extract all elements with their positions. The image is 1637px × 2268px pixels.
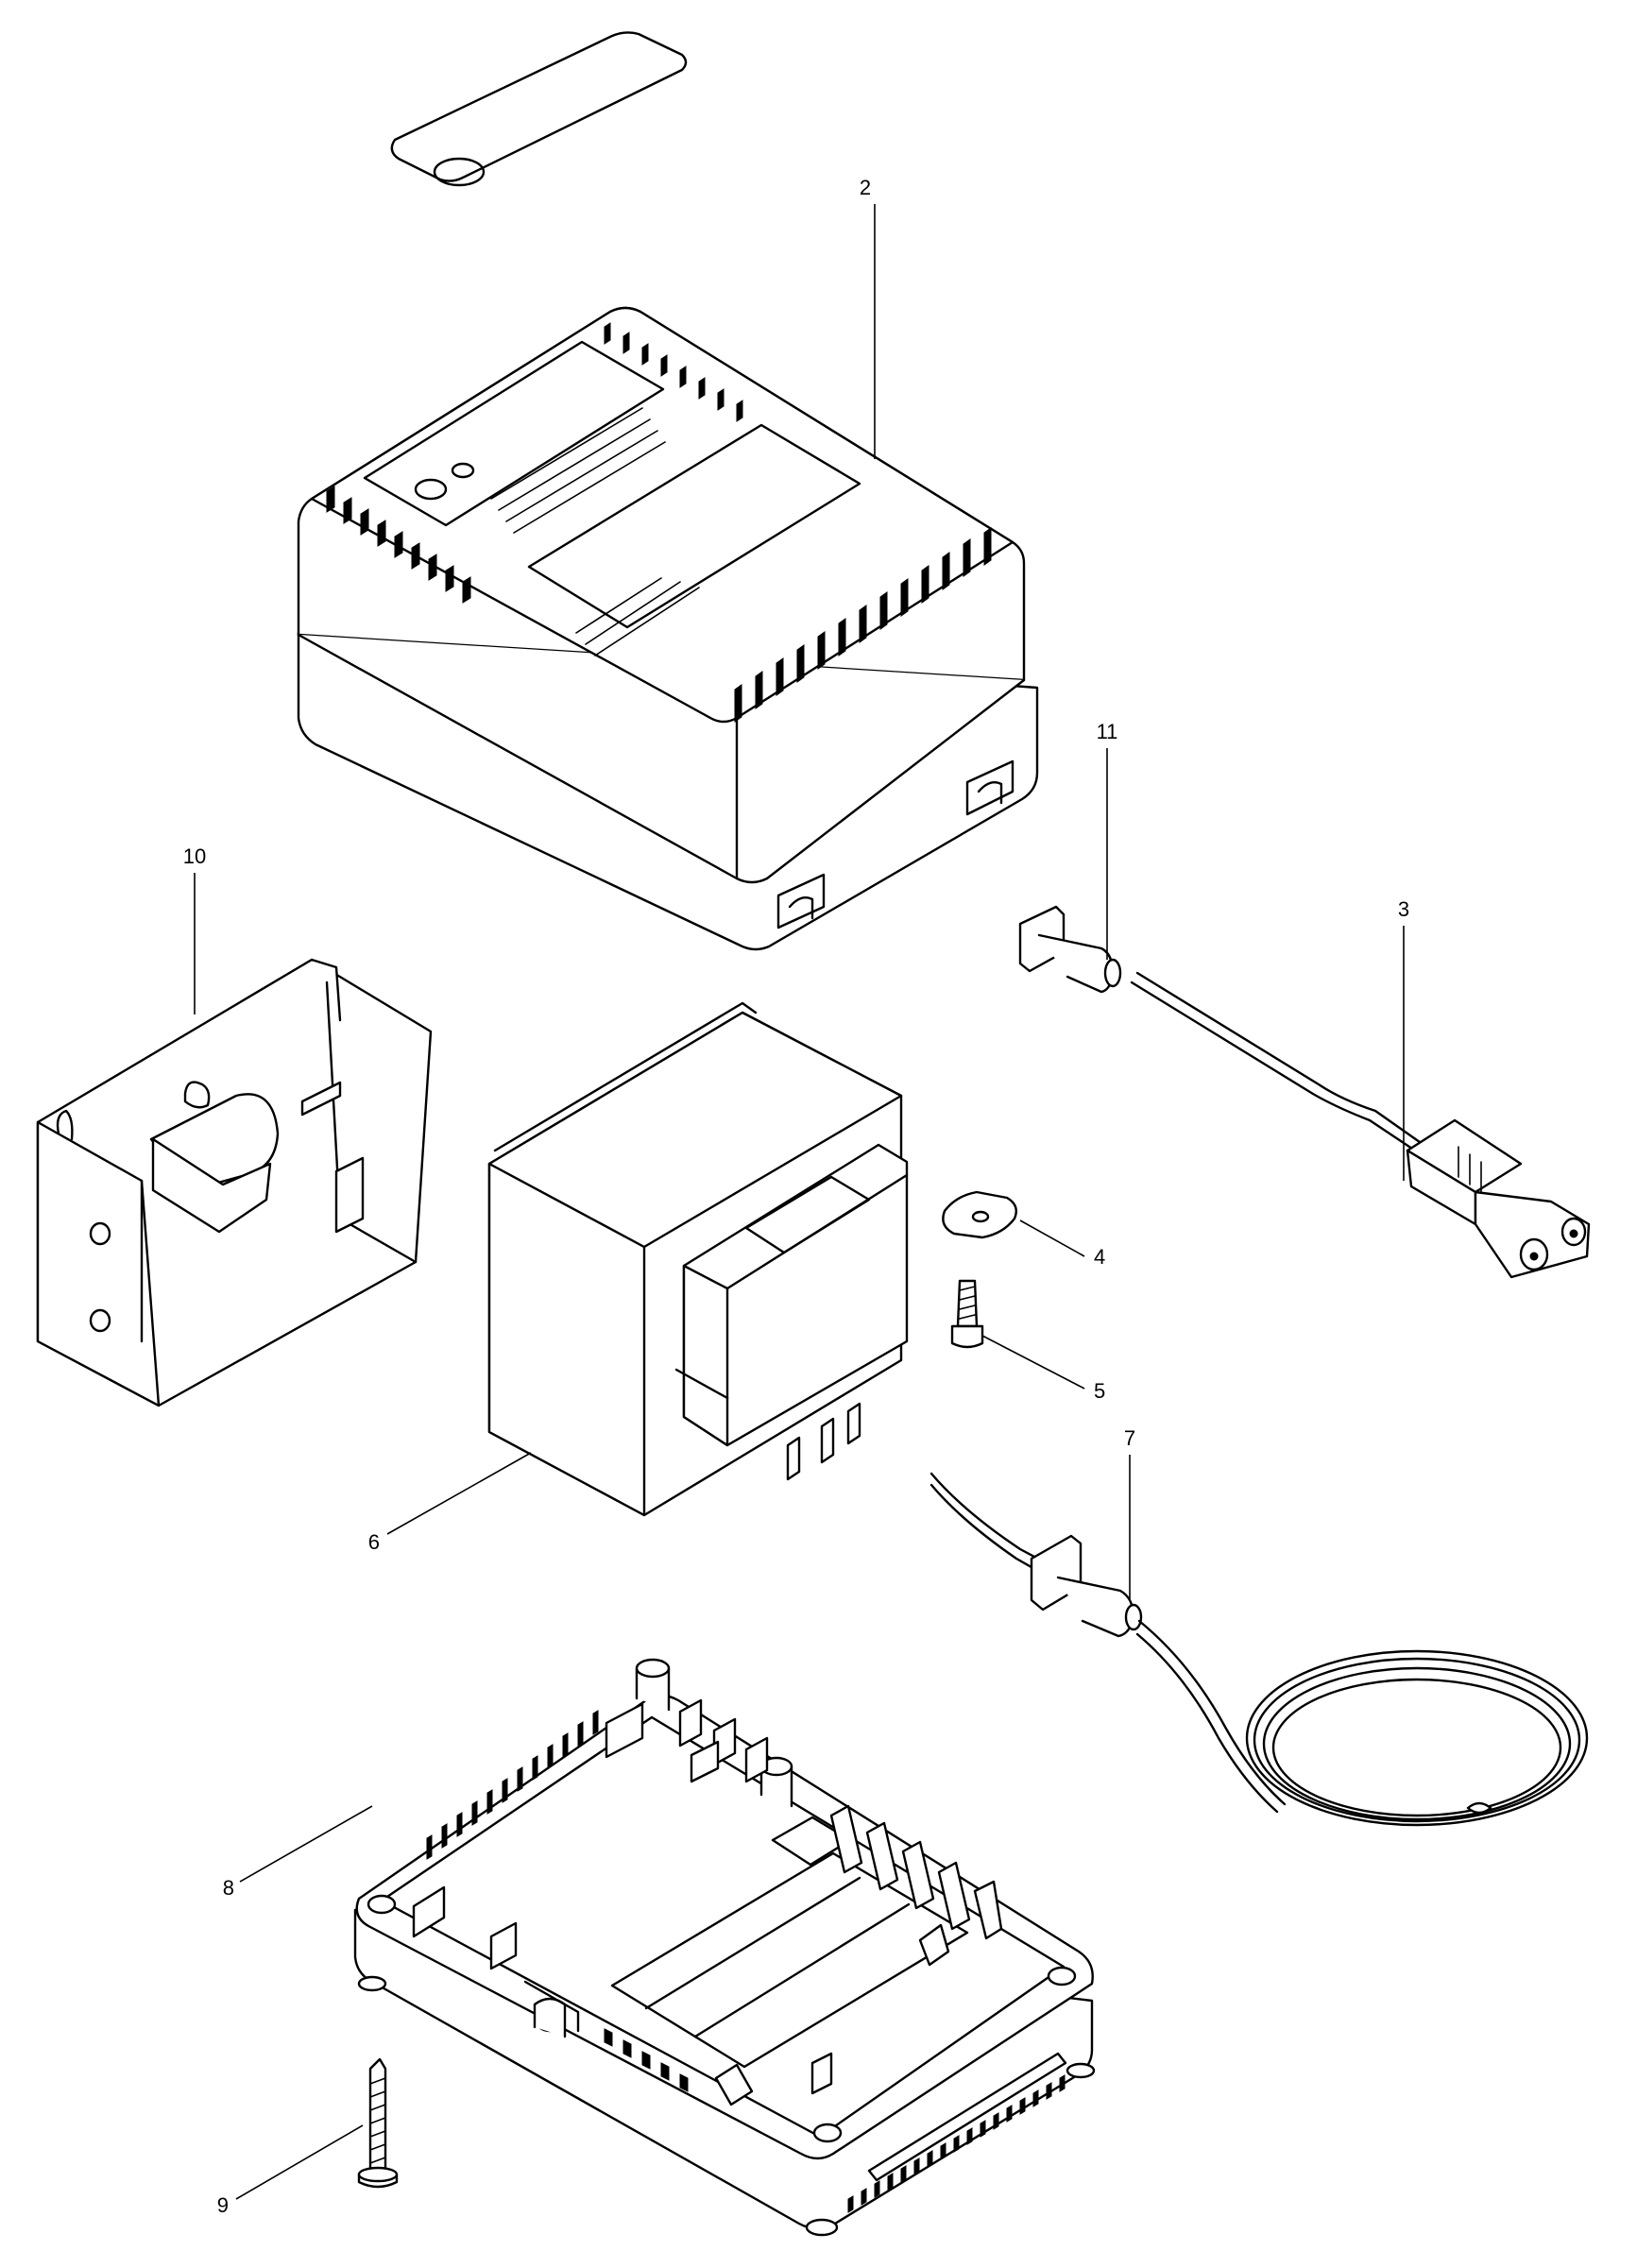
callout-4: 4 [1094, 1245, 1105, 1269]
callout-3: 3 [1398, 897, 1409, 921]
callout-7: 7 [1124, 1426, 1135, 1450]
leader-lines [194, 204, 1405, 2200]
power-cord [1018, 905, 1591, 1279]
base-housing [353, 1658, 1096, 2237]
screw-9 [357, 2057, 399, 2189]
cord-clip [942, 1190, 1017, 1239]
callout-labels: 2 3 4 5 6 7 8 9 10 11 [183, 176, 1409, 2217]
screw-5 [950, 1279, 984, 1349]
callout-9: 9 [217, 2193, 229, 2217]
callout-2: 2 [860, 176, 871, 199]
label-plate [390, 31, 688, 187]
callout-11: 11 [1097, 720, 1118, 743]
callout-8: 8 [223, 1876, 234, 1900]
callout-5: 5 [1094, 1379, 1105, 1403]
transformer [487, 1001, 909, 1517]
output-cord [929, 1472, 1589, 1827]
circuit-bracket [36, 958, 433, 1407]
callout-6: 6 [368, 1530, 380, 1554]
callout-10: 10 [183, 844, 206, 868]
housing-cover [297, 306, 1039, 951]
